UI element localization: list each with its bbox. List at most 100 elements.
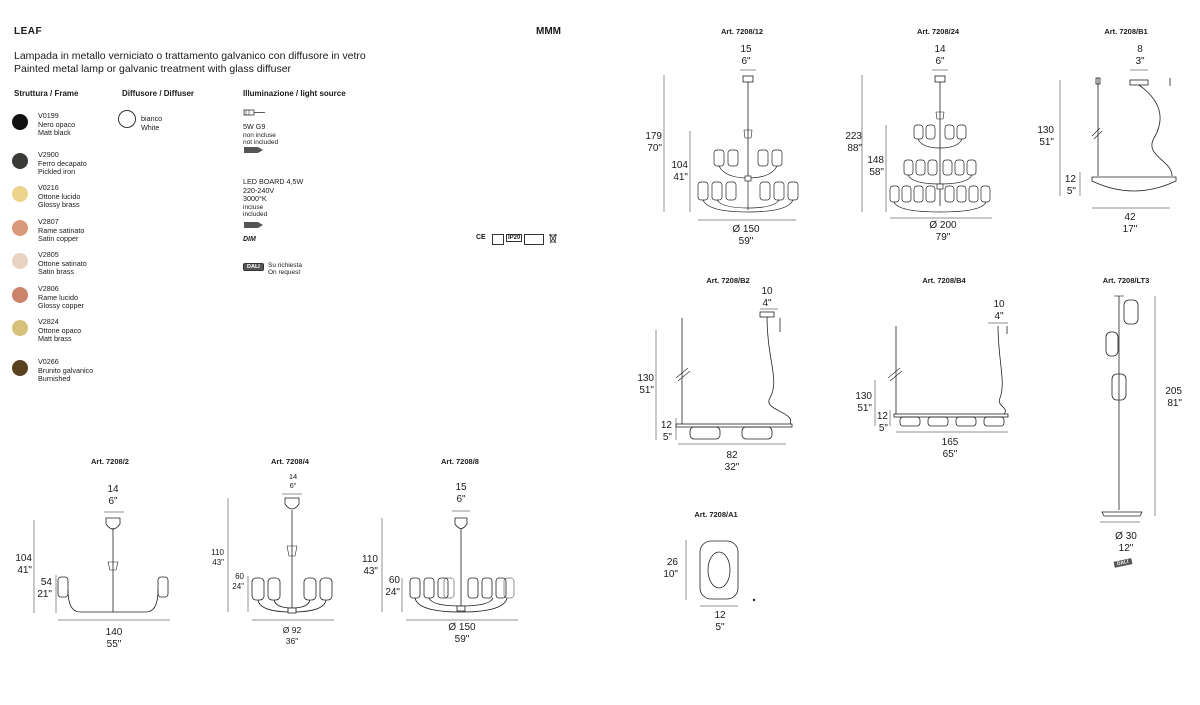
- led-volt: 220-240V: [243, 185, 275, 195]
- finish-it: Ferro decapato: [38, 158, 87, 168]
- drawing-7208-2: [33, 511, 170, 621]
- led-note-en: included: [243, 210, 268, 218]
- finish-it: Brunito galvanico: [38, 365, 94, 375]
- diffuser-en: White: [141, 122, 160, 132]
- finish-en: Matt brass: [38, 334, 72, 344]
- g9-note-en: not included: [243, 138, 279, 146]
- diffuser-heading: Diffusore / Diffuser: [122, 89, 195, 98]
- finish-it: Ottone satinato: [38, 258, 87, 268]
- g9-watt: 5W G9: [243, 122, 266, 131]
- article-title-7208-12: Art. 7208/12: [720, 27, 764, 36]
- article-title-7208-b2: Art. 7208/B2: [706, 276, 750, 285]
- article-title-7208-2: Art. 7208/2: [91, 457, 129, 466]
- eac-mark-icon: [492, 234, 504, 245]
- brand-code: MMM: [536, 26, 561, 37]
- bulb-tag-icon: [244, 147, 263, 153]
- g9-note-it: non incluse: [243, 131, 276, 139]
- article-title-7208-b4: Art. 7208/B4: [922, 276, 966, 285]
- finish-swatch: [12, 153, 28, 169]
- finish-it: Ottone lucido: [38, 191, 81, 201]
- g9-spec: 5W G9 non incluse not included: [243, 122, 279, 146]
- led-spec: LED BOARD 4,5W 220-240V 3000°K incluse i…: [243, 177, 304, 218]
- diffuser-it: bianco: [141, 114, 163, 123]
- finish-it: Ottone opaco: [38, 325, 82, 335]
- finish-en: Burnished: [38, 374, 71, 384]
- drawing-7208-b2: [655, 308, 793, 445]
- frame-heading: Struttura / Frame: [14, 89, 79, 98]
- class-mark-icon: [524, 234, 544, 245]
- finish-swatch: [12, 320, 28, 336]
- finish-code: V2806: [38, 284, 59, 293]
- drawing-7208-b4: [874, 322, 1009, 433]
- finish-code: V2805: [38, 250, 59, 259]
- diffuser-label: bianco White: [141, 114, 163, 132]
- dali-note: Su richiesta On request: [268, 262, 302, 276]
- finish-swatch: [12, 220, 28, 236]
- finish-en: Satin brass: [38, 267, 74, 277]
- finish-code: V2807: [38, 217, 59, 226]
- finish-en: Glossy brass: [38, 200, 80, 210]
- finish-it: Rame satinato: [38, 225, 85, 235]
- dali-note-en: On request: [268, 269, 301, 276]
- article-title-7208-4: Art. 7208/4: [271, 457, 309, 466]
- finish-en: Pickled iron: [38, 167, 76, 177]
- brand-title: LEAF: [14, 26, 43, 37]
- finish-code: V0216: [38, 183, 59, 192]
- finish-code: V2824: [38, 317, 59, 326]
- description-english: Painted metal lamp or galvanic treatment…: [14, 63, 292, 75]
- led-tag-icon: [244, 222, 263, 228]
- finish-swatch: [12, 186, 28, 202]
- finish-swatch: [12, 114, 28, 130]
- drawing-7208-8: [381, 510, 518, 621]
- dali-badge: DALI: [243, 263, 264, 271]
- g9-bulb-icon: [243, 109, 265, 116]
- drawing-7208-4: [227, 493, 334, 621]
- drawing-7208-a1: [685, 540, 756, 607]
- led-temp: 3000°K: [243, 194, 267, 204]
- finish-swatch: [12, 287, 28, 303]
- led-name: LED BOARD 4,5W: [243, 177, 304, 186]
- drawing-7208-24: [861, 69, 992, 219]
- article-title-7208-b1: Art. 7208/B1: [1104, 27, 1148, 36]
- finish-swatch: [12, 253, 28, 269]
- drawing-7208-lt3: [1100, 295, 1156, 523]
- finish-it: Rame lucido: [38, 292, 78, 302]
- finish-en: Matt black: [38, 128, 71, 138]
- article-title-7208-a1: Art. 7208/A1: [694, 510, 738, 519]
- weee-bin-icon: [549, 233, 557, 244]
